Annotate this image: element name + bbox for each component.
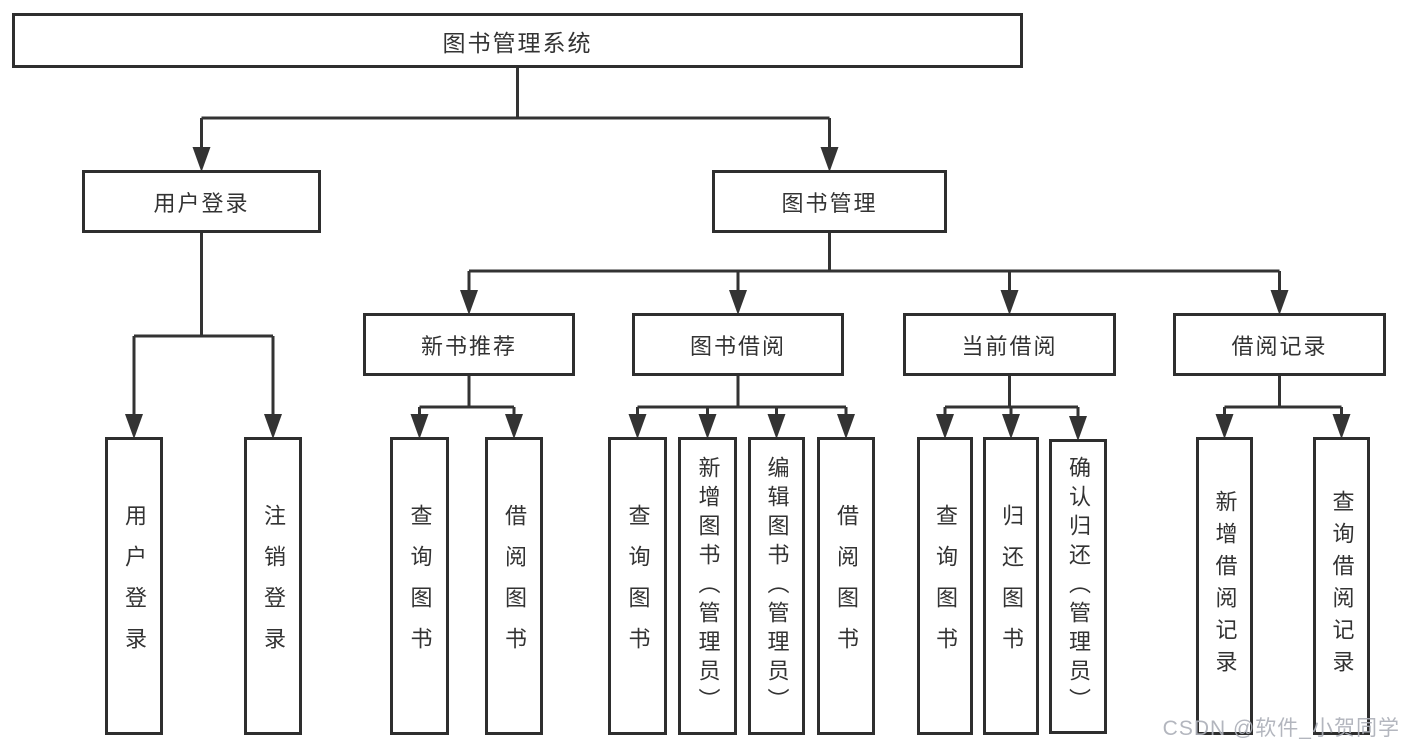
node-label: 图书管理 <box>781 190 878 216</box>
node-label: 新增借阅记录 <box>1212 490 1238 682</box>
leaf-add-borrow-record: 新增借阅记录 <box>1196 437 1253 735</box>
node-new-book-recommend: 新书推荐 <box>363 313 575 376</box>
leaf-user-login: 用户登录 <box>105 437 163 735</box>
node-label: 借阅图书 <box>834 504 859 668</box>
node-label: 归还图书 <box>999 504 1024 668</box>
node-label: 编辑图书（管理员） <box>764 455 790 717</box>
node-label: 注销登录 <box>261 504 286 668</box>
node-label: 查询图书 <box>407 504 433 668</box>
node-label: 图书管理系统 <box>442 29 593 56</box>
watermark: CSDN @软件_小贺同学 <box>1162 717 1400 740</box>
node-book-management: 图书管理 <box>712 170 947 233</box>
leaf-query-books-borrow: 查询图书 <box>608 437 667 735</box>
node-label: 新增图书（管理员） <box>695 455 721 717</box>
node-label: 当前借阅 <box>961 333 1058 359</box>
node-current-borrow: 当前借阅 <box>903 313 1116 376</box>
node-label: 图书借阅 <box>689 333 786 359</box>
node-borrow-records: 借阅记录 <box>1173 313 1386 376</box>
leaf-borrow-books-recommend: 借阅图书 <box>485 437 543 735</box>
leaf-borrow-books-borrow: 借阅图书 <box>817 437 875 735</box>
leaf-add-books-admin: 新增图书（管理员） <box>678 437 737 735</box>
node-label: 确认归还（管理员） <box>1066 456 1091 717</box>
node-label: 用户登录 <box>122 504 147 668</box>
leaf-query-books-current: 查询图书 <box>917 437 973 735</box>
leaf-logout: 注销登录 <box>244 437 302 735</box>
node-root-system: 图书管理系统 <box>12 13 1023 68</box>
node-label: 借阅图书 <box>502 504 527 668</box>
node-label: 借阅记录 <box>1231 333 1328 359</box>
node-book-borrow: 图书借阅 <box>632 313 844 376</box>
leaf-query-books-recommend: 查询图书 <box>390 437 449 735</box>
leaf-confirm-return-admin: 确认归还（管理员） <box>1049 439 1107 734</box>
node-label: 查询图书 <box>625 504 651 668</box>
leaf-return-books: 归还图书 <box>983 437 1039 735</box>
node-user-login: 用户登录 <box>82 170 321 233</box>
node-label: 查询借阅记录 <box>1329 490 1355 682</box>
node-label: 查询图书 <box>933 504 958 668</box>
node-label: 新书推荐 <box>420 333 517 359</box>
leaf-edit-books-admin: 编辑图书（管理员） <box>748 437 805 735</box>
node-label: 用户登录 <box>153 190 250 216</box>
leaf-query-borrow-record: 查询借阅记录 <box>1313 437 1370 735</box>
